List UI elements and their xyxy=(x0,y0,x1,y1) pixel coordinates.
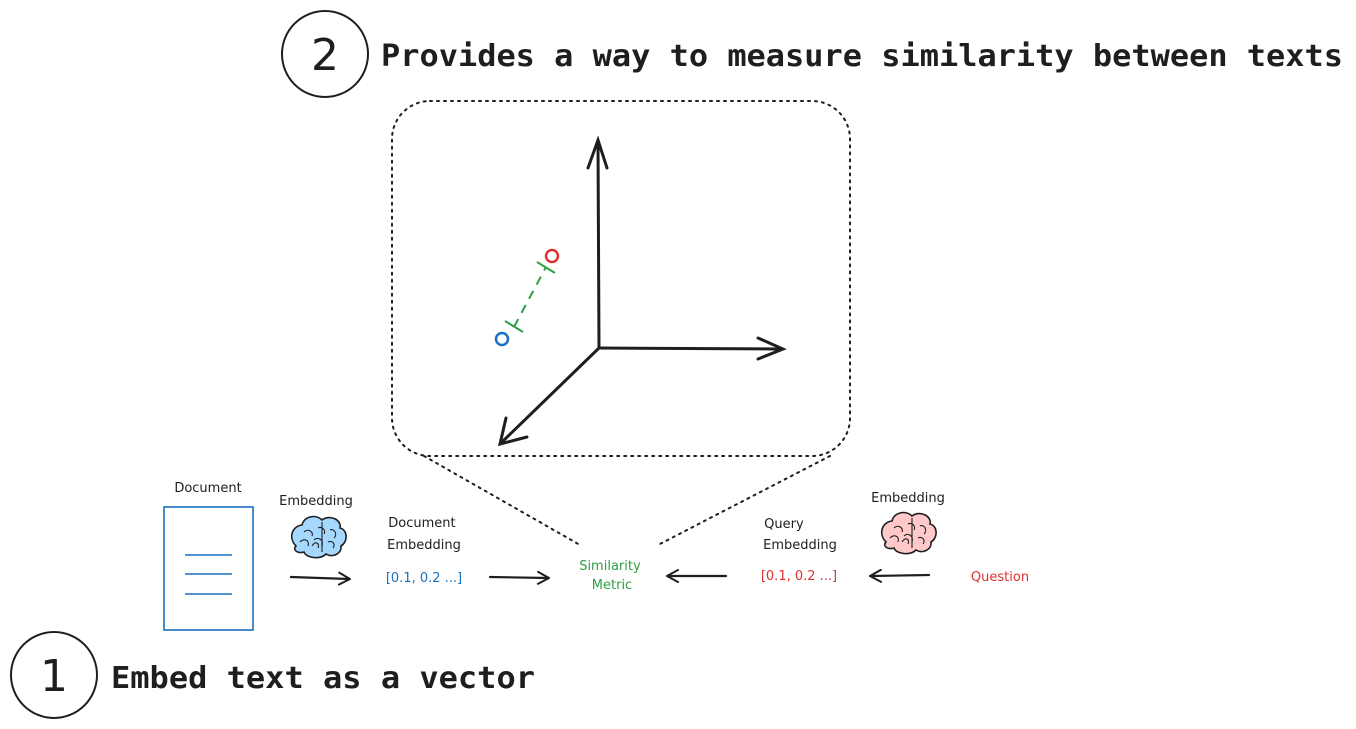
distance-tick-high xyxy=(536,261,556,274)
doc-vector-value: [0.1, 0.2 ...] xyxy=(386,571,462,586)
zoom-connector-right xyxy=(657,455,831,546)
axis-x-arrowhead xyxy=(756,336,787,361)
document-icon xyxy=(163,506,254,631)
zoom-box-frame xyxy=(391,100,851,457)
axis-z-arrowhead xyxy=(497,416,529,447)
zoom-box xyxy=(391,100,851,546)
query-vector-title-line1: Query xyxy=(764,517,804,532)
step-1-text: Embed text as a vector xyxy=(111,661,535,696)
doc-vector-title: Document Embedding xyxy=(387,516,461,553)
query-embedding-label: Embedding xyxy=(871,491,945,506)
step-1-badge xyxy=(10,631,98,719)
arrow-icon xyxy=(488,570,550,585)
brain-icon xyxy=(880,511,937,555)
question-label: Question xyxy=(971,570,1029,585)
doc-embedding-label: Embedding xyxy=(279,494,353,509)
query-vector-title-line2: Embedding xyxy=(763,538,837,553)
flow-arrows xyxy=(289,568,931,586)
query-point xyxy=(544,248,560,264)
document-label: Document xyxy=(174,481,241,496)
distance-tick-low xyxy=(504,320,524,333)
query-vector-title: Query Embedding xyxy=(763,517,837,553)
doc-vector-title-line1: Document xyxy=(388,516,455,531)
similarity-metric: Similarity Metric xyxy=(579,559,645,593)
document-point xyxy=(494,331,510,347)
arrow-icon xyxy=(289,571,351,586)
similarity-line2: Metric xyxy=(592,578,632,593)
step-2-badge xyxy=(281,10,369,98)
axis-x xyxy=(597,346,784,351)
step-1: 1 Embed text as a vector xyxy=(10,631,535,719)
step-2-text: Provides a way to measure similarity bet… xyxy=(381,39,1343,74)
query-vector-value: [0.1, 0.2 ...] xyxy=(761,569,837,584)
axis-y-arrowhead xyxy=(586,135,609,170)
arrow-icon xyxy=(869,568,931,583)
similarity-line1: Similarity xyxy=(579,559,641,574)
zoom-connector-left xyxy=(423,455,581,546)
axis-y xyxy=(596,140,601,350)
embedded-points xyxy=(494,248,560,347)
distance-line xyxy=(513,266,547,328)
doc-vector-title-line2: Embedding xyxy=(387,538,461,553)
step-2: 2 Provides a way to measure similarity b… xyxy=(281,10,1343,98)
axis-z xyxy=(499,346,601,445)
step-1-number: 1 xyxy=(40,651,68,702)
vector-space-axes xyxy=(497,135,787,447)
step-2-number: 2 xyxy=(311,30,339,81)
brain-icon xyxy=(290,515,347,559)
